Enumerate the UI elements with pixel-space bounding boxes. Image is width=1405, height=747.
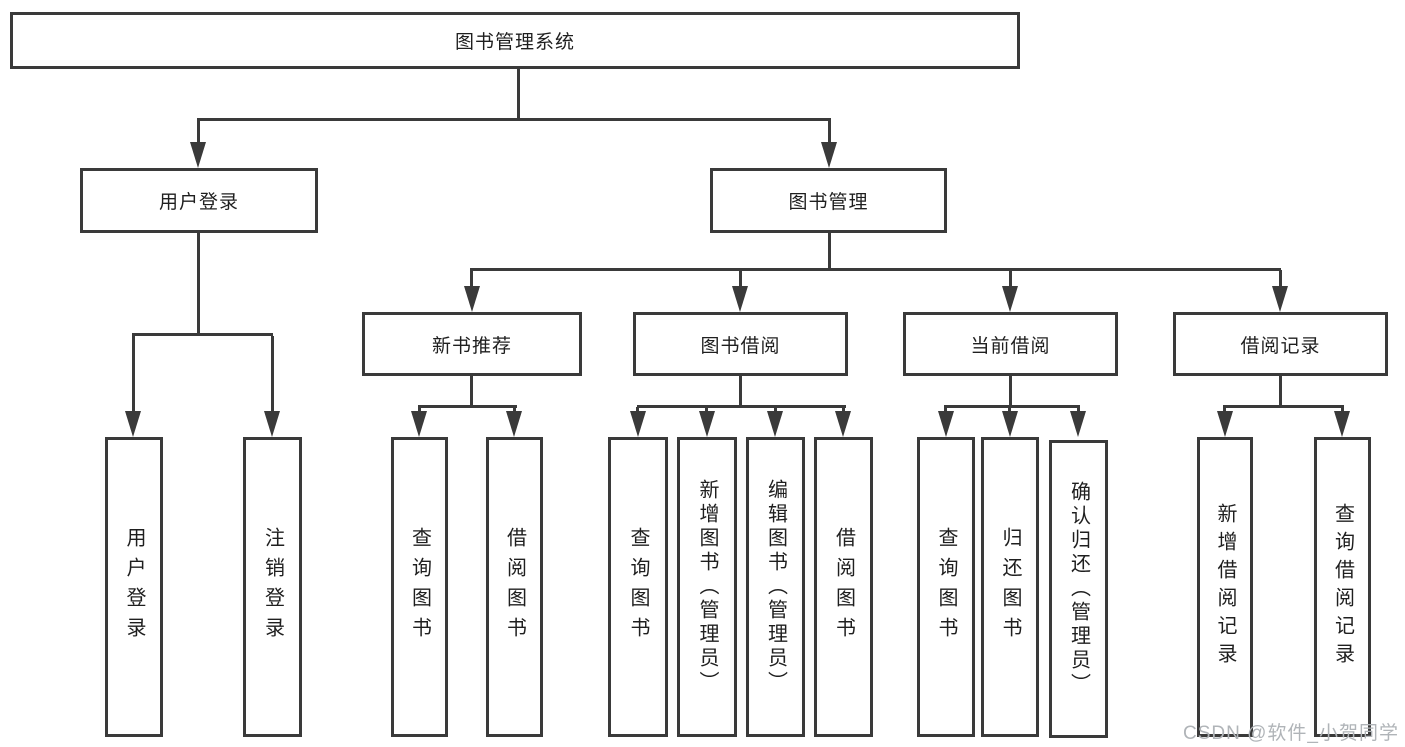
connector-line: [828, 233, 831, 270]
arrowhead-down-icon: [125, 411, 141, 437]
node-label: 新书推荐: [431, 335, 512, 357]
connector-line: [1009, 376, 1012, 407]
connector-line: [944, 405, 1080, 408]
node-label: 图书管理系统: [454, 32, 575, 53]
leaf-label: 查询图书: [408, 527, 431, 647]
arrowhead-down-icon: [464, 286, 480, 312]
connector-line: [470, 268, 1281, 271]
arrowhead-down-icon: [1217, 411, 1233, 437]
connector-line: [513, 407, 516, 412]
leaf-query-borrow-record: 查询借阅记录: [1314, 437, 1371, 737]
arrowhead-down-icon: [1272, 286, 1288, 312]
connector-line: [739, 270, 742, 288]
arrowhead-down-icon: [190, 142, 206, 168]
arrowhead-down-icon: [264, 411, 280, 437]
arrowhead-down-icon: [1002, 286, 1018, 312]
connector-line: [1279, 376, 1282, 407]
connector-line: [1223, 405, 1344, 408]
leaf-label: 查询图书: [627, 527, 649, 647]
node-label: 图书管理: [788, 192, 869, 213]
connector-line: [1341, 407, 1344, 412]
connector-line: [1223, 407, 1226, 412]
connector-line: [739, 376, 742, 407]
arrowhead-down-icon: [699, 411, 715, 437]
leaf-label: 编辑图书（管理员）: [764, 479, 787, 695]
leaf-label: 新增借阅记录: [1214, 503, 1236, 671]
connector-line: [418, 405, 517, 408]
connector-line: [470, 376, 473, 407]
connector-line: [271, 336, 274, 412]
leaf-label: 确认归还（管理员）: [1067, 481, 1090, 697]
leaf-edit-books-admin: 编辑图书（管理员）: [746, 437, 805, 737]
leaf-query-books: 查询图书: [608, 437, 668, 737]
node-library-management-system: 图书管理系统: [10, 12, 1020, 69]
node-label: 图书借阅: [700, 335, 781, 357]
leaf-user-login: 用户登录: [105, 437, 163, 737]
arrowhead-down-icon: [506, 411, 522, 437]
arrowhead-down-icon: [1070, 411, 1086, 437]
connector-line: [197, 118, 831, 121]
leaf-label: 用户登录: [123, 527, 145, 647]
leaf-add-borrow-record: 新增借阅记录: [1197, 437, 1253, 737]
connector-line: [1008, 407, 1011, 412]
leaf-query-books: 查询图书: [917, 437, 975, 737]
arrowhead-down-icon: [835, 411, 851, 437]
connector-line: [842, 407, 845, 412]
arrowhead-down-icon: [411, 411, 427, 437]
arrowhead-down-icon: [1002, 411, 1018, 437]
arrowhead-down-icon: [767, 411, 783, 437]
node-new-book-recommend: 新书推荐: [362, 312, 582, 376]
connector-line: [1077, 407, 1080, 412]
connector-line: [418, 407, 421, 412]
node-label: 当前借阅: [970, 335, 1051, 357]
leaf-confirm-return-admin: 确认归还（管理员）: [1049, 440, 1108, 738]
leaf-borrow-books: 借阅图书: [486, 437, 543, 737]
connector-line: [197, 233, 200, 335]
leaf-label: 归还图书: [999, 527, 1021, 647]
connector-line: [705, 407, 708, 412]
leaf-label: 借阅图书: [503, 527, 526, 647]
leaf-label: 查询图书: [935, 527, 957, 647]
arrowhead-down-icon: [821, 142, 837, 168]
node-current-borrowing: 当前借阅: [903, 312, 1118, 376]
node-user-login: 用户登录: [80, 168, 318, 233]
arrowhead-down-icon: [1334, 411, 1350, 437]
leaf-label: 注销登录: [261, 527, 284, 647]
arrowhead-down-icon: [732, 286, 748, 312]
csdn-watermark: CSDN @软件_小贺同学: [1183, 723, 1399, 744]
connector-line: [637, 405, 846, 408]
connector-line: [774, 407, 777, 412]
leaf-label: 借阅图书: [832, 527, 855, 647]
leaf-query-books: 查询图书: [391, 437, 448, 737]
node-book-borrowing: 图书借阅: [633, 312, 848, 376]
leaf-label: 新增图书（管理员）: [696, 479, 718, 695]
connector-line: [132, 333, 273, 336]
connector-line: [1279, 270, 1282, 288]
connector-line: [132, 336, 135, 412]
connector-line: [517, 68, 520, 120]
connector-line: [1009, 270, 1012, 288]
node-label: 借阅记录: [1240, 335, 1321, 357]
leaf-add-books-admin: 新增图书（管理员）: [677, 437, 737, 737]
connector-line: [470, 270, 473, 288]
leaf-logout: 注销登录: [243, 437, 302, 737]
arrowhead-down-icon: [630, 411, 646, 437]
connector-line: [828, 120, 831, 143]
node-book-management: 图书管理: [710, 168, 947, 233]
connector-line: [197, 120, 200, 143]
connector-line: [944, 407, 947, 412]
node-borrowing-records: 借阅记录: [1173, 312, 1388, 376]
node-label: 用户登录: [158, 192, 239, 213]
leaf-borrow-books: 借阅图书: [814, 437, 873, 737]
leaf-return-books: 归还图书: [981, 437, 1039, 737]
leaf-label: 查询借阅记录: [1331, 503, 1354, 671]
connector-line: [636, 407, 639, 412]
arrowhead-down-icon: [938, 411, 954, 437]
